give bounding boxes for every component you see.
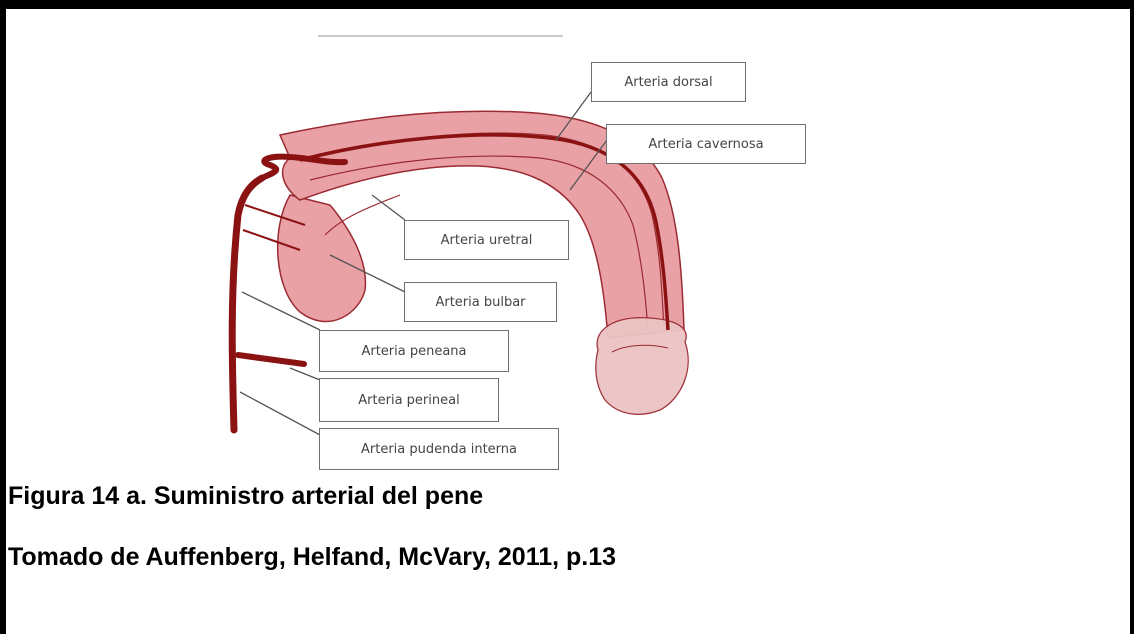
label-arteria-perineal: Arteria perineal xyxy=(319,378,499,422)
label-arteria-cavernosa: Arteria cavernosa xyxy=(606,124,806,164)
bulb-shape xyxy=(278,195,366,322)
label-arteria-bulbar: Arteria bulbar xyxy=(404,282,557,322)
perineal-branch xyxy=(238,355,304,364)
label-arteria-peneana: Arteria peneana xyxy=(319,330,509,372)
pudenda-artery xyxy=(232,178,262,430)
label-arteria-dorsal: Arteria dorsal xyxy=(591,62,746,102)
figure-source: Tomado de Auffenberg, Helfand, McVary, 2… xyxy=(8,543,616,572)
label-arteria-uretral: Arteria uretral xyxy=(404,220,569,260)
leader-perineal xyxy=(290,368,320,380)
glans-shape xyxy=(596,318,688,415)
leader-pudenda xyxy=(240,392,320,435)
leader-uretral xyxy=(372,195,405,220)
label-arteria-pudenda-interna: Arteria pudenda interna xyxy=(319,428,559,470)
figure-caption: Figura 14 a. Suministro arterial del pen… xyxy=(8,482,483,511)
